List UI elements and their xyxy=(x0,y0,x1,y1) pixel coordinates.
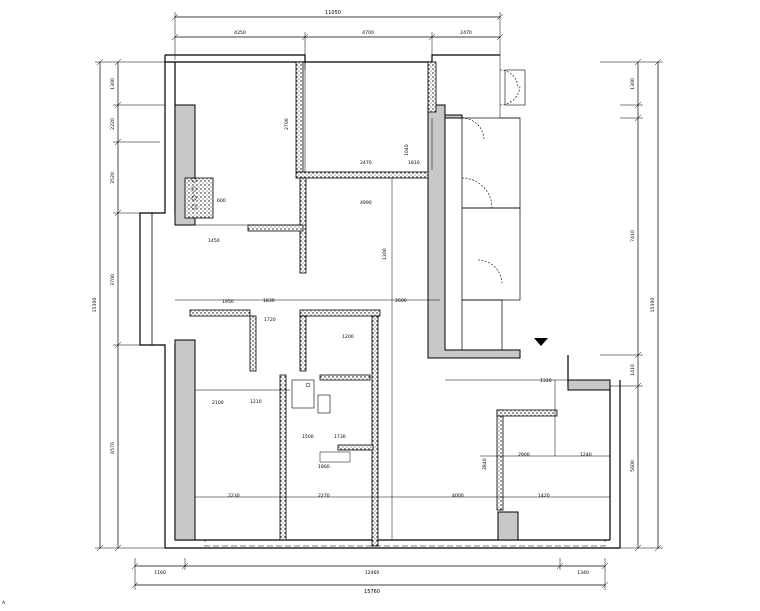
dim-label: 2100 xyxy=(212,400,224,406)
dim-label: 1830 xyxy=(263,298,275,304)
dim-label: 1200 xyxy=(342,334,354,340)
dim-left-seg2: 2220 xyxy=(110,118,116,130)
bottom-dimension-chain: 1160 12460 1340 15760 xyxy=(131,558,609,595)
structural-columns xyxy=(174,104,611,541)
dim-label: 2900 xyxy=(518,452,530,458)
dim-label: 1450 xyxy=(208,238,220,244)
door-swings xyxy=(461,69,521,285)
dim-label: 2840 xyxy=(482,458,488,470)
corner-mark: A xyxy=(2,600,6,606)
dim-right-overall: 15300 xyxy=(650,298,656,313)
left-dimension-chain: 15300 1300 2220 3520 3700 6570 xyxy=(92,58,165,552)
hatched-walls xyxy=(184,61,558,547)
dim-label: 600 xyxy=(217,198,226,204)
dim-right-seg3: 5600 xyxy=(630,460,636,472)
dim-label: 2600 xyxy=(395,298,407,304)
bottom-window-strip xyxy=(204,539,606,547)
dim-left-seg4: 3700 xyxy=(110,274,116,286)
dim-label: 1810 xyxy=(408,160,420,166)
dim-label: 1730 xyxy=(334,434,346,440)
interior-dimension-labels: 1950 2600 2100 2230 2270 4000 1420 2900 … xyxy=(208,118,592,499)
dim-label: 2230 xyxy=(228,493,240,499)
dim-top-overall: 11050 xyxy=(325,10,341,16)
dim-top-seg1: 4250 xyxy=(234,30,246,36)
dim-label: 2270 xyxy=(318,493,330,499)
dim-bottom-seg3: 1340 xyxy=(577,570,589,576)
dim-right-seg4: 1410 xyxy=(630,364,636,376)
dim-label: 4000 xyxy=(452,493,464,499)
dim-label: 1720 xyxy=(264,317,276,323)
interior-partitions xyxy=(175,60,610,540)
right-dimension-chain: 15300 1300 7410 1410 5600 xyxy=(600,58,663,552)
dim-left-overall: 15300 xyxy=(92,298,98,313)
dim-label: 2470 xyxy=(360,160,372,166)
dim-label: 1950 xyxy=(222,299,234,305)
dim-label: 1300 xyxy=(382,248,388,260)
dim-label: 1500 xyxy=(302,434,314,440)
dim-label: 1320 xyxy=(540,378,552,384)
dim-left-seg5: 6570 xyxy=(110,442,116,454)
dim-right-seg2: 7410 xyxy=(630,230,636,242)
dim-label: 2700 xyxy=(284,118,290,130)
dim-label: 1420 xyxy=(538,493,550,499)
dim-top-seg3: 2470 xyxy=(460,30,472,36)
exterior-walls xyxy=(139,54,621,549)
dim-bottom-seg2: 12460 xyxy=(365,570,380,576)
dim-top-seg2: 4700 xyxy=(362,30,374,36)
dim-left-seg1: 1300 xyxy=(110,78,116,90)
dim-bottom-overall: 15760 xyxy=(364,589,380,595)
dim-bottom-seg1: 1160 xyxy=(154,570,166,576)
dim-label: 1040 xyxy=(404,144,410,156)
dim-label: 1240 xyxy=(580,452,592,458)
dim-right-seg1: 1300 xyxy=(630,78,636,90)
dim-label: 1210 xyxy=(250,399,262,405)
dim-label: 1860 xyxy=(318,464,330,470)
dim-left-seg3: 3520 xyxy=(110,172,116,184)
dim-label: 4990 xyxy=(360,200,372,206)
top-dimension-chain: 11050 4250 4700 2470 xyxy=(171,10,504,70)
section-mark xyxy=(534,338,548,346)
